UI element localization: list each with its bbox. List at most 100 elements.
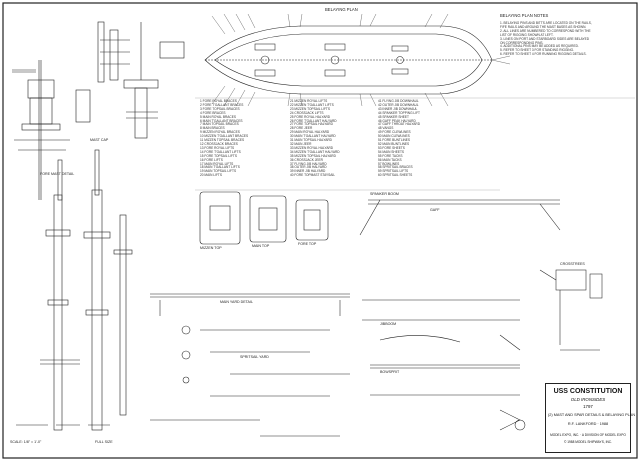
- rigging-legend-col-3: 41 FLYING JIB DOWNHAUL 42 OUTER JIB DOWN…: [378, 99, 421, 178]
- legend-row: 4 FORE BRACES: [200, 110, 226, 115]
- legend-row: 60 SPRITSAIL SHEETS: [378, 173, 413, 178]
- legend-row: 32 MAIN JEER: [290, 141, 312, 146]
- mast-cap-label: MAST CAP: [90, 138, 109, 142]
- title-block-sheet-name: (2) MAST AND SPAR DETAILS & BELAYING PLA…: [548, 413, 636, 417]
- yards-and-spars: [150, 293, 350, 437]
- legend-row: 35 MIZZEN TOPSAIL HALYARD: [290, 153, 336, 158]
- legend-row: 11 MIZZEN TOPSAIL BRACES: [200, 138, 245, 143]
- belaying-notes-heading: BELAYING PLAN NOTES: [500, 13, 549, 18]
- legend-row: 48 VANGS: [378, 126, 394, 131]
- legend-row: 34 MIZZEN T'GALLANT HALYARD: [290, 149, 340, 154]
- legend-row: 54 MAIN SHEETS: [378, 149, 405, 154]
- legend-row: 14 FORE T'GALLANT LIFTS: [200, 149, 241, 154]
- legend-row: 13 FORE ROYAL LIFTS: [200, 145, 235, 150]
- legend-row: 51 FORE BUNTLINES: [378, 138, 411, 143]
- legend-row: 42 OUTER JIB DOWNHAUL: [378, 102, 419, 107]
- legend-row: 22 MIZZEN T'GALLANT LIFTS: [290, 102, 334, 107]
- belaying-lines: [211, 13, 511, 107]
- title-block-title: USS CONSTITUTION: [553, 388, 623, 395]
- spanker-boom-label: SPANKER BOOM: [370, 192, 399, 196]
- legend-row: 29 MAIN ROYAL HALYARD: [290, 130, 330, 135]
- belaying-notes: 1. BELAYING PINS AND BITTS ARE LOCATED O…: [500, 21, 592, 57]
- title-block: USS CONSTITUTION OLD IRONSIDES 1797 (2) …: [545, 383, 636, 453]
- belaying-plan-heading: BELAYING PLAN: [325, 7, 358, 12]
- legend-row: 8 MAIN BRACES: [200, 126, 225, 131]
- legend-row: 31 MAIN TOPSAIL HALYARD: [290, 138, 332, 143]
- legend-row: 24 CROSSJACK LIFTS: [290, 110, 324, 115]
- mizzen-top-label: MIZZEN TOP: [200, 246, 222, 250]
- legend-row: 45 SPANKER SHEET: [378, 114, 409, 119]
- legend-row: 36 CROSSJACK JEER: [290, 157, 323, 162]
- fore-top-label: FORE TOP: [298, 242, 317, 246]
- legend-row: 37 FLYING JIB HALYARD: [290, 161, 327, 166]
- jibboom-label: JIBBOOM: [380, 322, 397, 326]
- legend-row: 5 MAIN ROYAL BRACES: [200, 114, 236, 119]
- legend-row: 20 MAIN LIFTS: [200, 173, 222, 178]
- legend-rules: [195, 97, 635, 191]
- legend-row: 57 BOWLINES: [378, 161, 400, 166]
- legend-row: 53 FORE SHEETS: [378, 145, 405, 150]
- legend-row: 17 MAIN ROYAL LIFTS: [200, 161, 234, 166]
- legend-row: 38 OUTER JIB HALYARD: [290, 165, 327, 170]
- legend-row: 58 SPRITSAIL BRACES: [378, 165, 413, 170]
- gaff-label: GAFF: [430, 208, 440, 212]
- note-row: 2. ALL LINES ARE NUMBERED TO CORRESPOND …: [500, 28, 591, 33]
- legend-row: 16 FORE LIFTS: [200, 157, 223, 162]
- legend-row: 10 MIZZEN T'GALLANT BRACES: [200, 134, 249, 139]
- legend-row: 28 FORE JEER: [290, 126, 313, 131]
- note-row: 3. LINES ON PORT AND STARBOARD SIDES ARE…: [500, 36, 590, 41]
- legend-row: 6 MAIN T'GALLANT BRACES: [200, 118, 243, 123]
- rigging-legend-col-1: 1 FORE ROYAL BRACES 2 FORE T'GALLANT BRA…: [200, 99, 249, 178]
- note-row: 6. REFER TO SHEET 4 FOR RUNNING RIGGING …: [500, 52, 587, 57]
- legend-row: 27 FORE TOPSAIL HALYARD: [290, 122, 333, 127]
- note-row: FIFE RAILS AND AROUND THE MAST BASES AS …: [500, 24, 587, 29]
- legend-row: 7 MAIN TOPSAIL BRACES: [200, 122, 239, 127]
- legend-row: 50 MAIN CLEWLINES: [378, 134, 410, 139]
- fittings-details: [539, 269, 603, 351]
- legend-row: 39 INNER JIB HALYARD: [290, 169, 326, 174]
- legend-row: 26 FORE T'GALLANT HALYARD: [290, 118, 337, 123]
- main-yard-detail-label: MAIN YARD DETAIL: [220, 300, 253, 304]
- note-row: LIST OF RIGGING SHOWN AT LEFT.: [500, 32, 554, 37]
- note-row: 4. ADDITIONAL PINS MAY BE ADDED AS REQUI…: [500, 44, 579, 49]
- legend-row: 49 FORE CLEWLINES: [378, 130, 411, 135]
- scale-label: SCALE: 1/8" = 1'-0": [10, 440, 42, 444]
- title-block-year: 1797: [583, 404, 593, 409]
- legend-row: 21 MIZZEN ROYAL LIFTS: [290, 99, 328, 103]
- title-block-subtitle: OLD IRONSIDES: [570, 397, 606, 402]
- legend-row: 25 FORE ROYAL HALYARD: [290, 114, 331, 119]
- mast-head-details: [12, 21, 185, 200]
- legend-row: 19 MAIN TOPSAIL LIFTS: [200, 169, 237, 174]
- legend-row: 41 FLYING JIB DOWNHAUL: [378, 99, 419, 103]
- legend-row: 43 INNER JIB DOWNHAUL: [378, 106, 418, 111]
- legend-row: 40 FORE TOPMAST STAYSAIL: [290, 173, 336, 178]
- legend-row: 30 MAIN T'GALLANT HALYARD: [290, 134, 336, 139]
- main-top-label: MAIN TOP: [252, 244, 270, 248]
- legend-row: 47 GAFF THROAT HALYARD: [378, 122, 421, 127]
- spritsail-yard-label: SPRITSAIL YARD: [240, 355, 269, 359]
- rigging-legend-col-2: 21 MIZZEN ROYAL LIFTS 22 MIZZEN T'GALLAN…: [290, 99, 340, 178]
- title-block-drawn-by: R.F. LANKFORD · 1988: [567, 422, 609, 426]
- note-row: ON CORRESPONDING PINS.: [500, 40, 544, 45]
- legend-row: 9 MIZZEN ROYAL BRACES: [200, 130, 240, 135]
- legend-row: 33 MIZZEN ROYAL HALYARD: [290, 145, 334, 150]
- legend-row: 52 MAIN BUNTLINES: [378, 141, 410, 146]
- legend-row: 3 FORE TOPSAIL BRACES: [200, 106, 240, 111]
- crosstrees-label: CROSSTREES: [560, 262, 585, 266]
- note-row: 1. BELAYING PINS AND BITTS ARE LOCATED O…: [500, 21, 592, 25]
- legend-row: 59 SPRITSAIL LIFTS: [378, 169, 409, 174]
- legend-row: 18 MAIN T'GALLANT LIFTS: [200, 165, 240, 170]
- legend-row: 44 SPANKER TOPPING LIFT: [378, 110, 420, 115]
- fore-mast-drawing: [16, 149, 133, 431]
- legend-row: 2 FORE T'GALLANT BRACES: [200, 102, 244, 107]
- legend-row: 1 FORE ROYAL BRACES: [200, 99, 237, 103]
- bowsprit-label: BOWSPRIT: [380, 370, 400, 374]
- legend-row: 12 CROSSJACK BRACES: [200, 141, 238, 146]
- legend-row: 23 MIZZEN TOPSAIL LIFTS: [290, 106, 330, 111]
- fore-mast-detail-label: FORE MAST DETAIL: [40, 172, 75, 176]
- note-row: 5. REFER TO SHEET 3 FOR STANDING RIGGING…: [500, 48, 574, 53]
- full-size-label: FULL SIZE: [95, 440, 113, 444]
- legend-row: 15 FORE TOPSAIL LIFTS: [200, 153, 237, 158]
